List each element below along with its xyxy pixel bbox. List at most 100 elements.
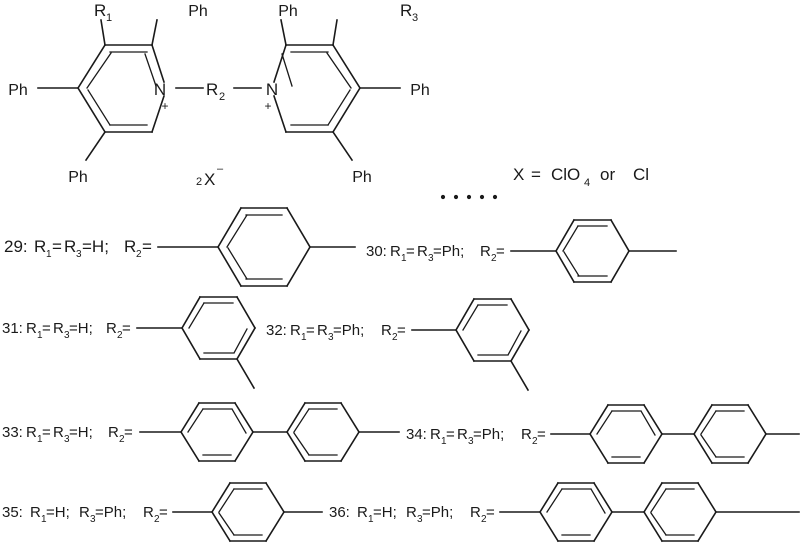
c33-ringA-d4 [231,408,247,434]
compound-29-r3-sub: 3 [76,249,82,260]
compound-29-r1-sub: 1 [46,249,52,260]
left-nitrogen-label: N [154,80,166,99]
left-pyridinium-ring: N + R 1 Ph Ph Ph [8,1,208,186]
compound-35-id: 35: [2,504,23,521]
c36-ringB-b4 [696,510,718,543]
compound-34-r2-eq: = [537,426,546,443]
inner-bond-r-n-c2 [281,53,293,87]
c34-ringA-b1 [588,403,610,436]
bond-r-c6-n [272,94,288,134]
compound-35-r2-sub: 2 [154,514,160,525]
ellipsis-dots [440,194,498,200]
c31-bond-out [235,357,256,390]
c36-ringB-b3 [696,481,718,514]
right-r3-letter: R [400,1,412,20]
compound-32-r1-sub: 1 [301,332,307,343]
c34-ringA-b6 [588,432,610,465]
compound-30-label: 30: R 1 = R 3 =Ph; R 2 = [366,243,505,264]
right-r3-subscript: 3 [412,12,418,24]
c32-bond-out [509,359,530,392]
c33-ringB-b4 [339,430,361,463]
compound-36-r2: R [470,504,481,521]
c34-ringA-b3 [642,403,664,436]
compound-33-eqH: =H; [69,424,93,441]
c32-ring-d4 [507,330,522,356]
compound-31-aryl-meta-phenylene [136,295,257,390]
c31-ring-d4 [233,328,248,354]
compound-31-r1: R [26,320,37,337]
counterion-symbol: X [204,170,215,189]
c35-ring-d4 [218,512,235,536]
c31-ring-b6 [180,326,202,361]
compound-34-id: 34: [406,426,427,443]
counterion-stoich: 2 [196,176,202,188]
compound-32-eqPh: =Ph; [333,322,364,339]
compound-33-r2-sub: 2 [119,434,125,445]
compound-34-eq1: = [446,426,455,443]
compound-31-eqH: =H; [69,320,93,337]
ellipsis-dot-5 [492,194,498,200]
c35-ring-b3 [264,481,286,514]
compound-34-r2: R [521,426,532,443]
c33-ringA-b1 [179,401,201,434]
compound-33-r2-eq: = [124,424,133,441]
cid-equals: = [531,165,541,184]
compound-36-r2-eq: = [486,504,495,521]
compound-34-label: 34: R 1 = R 3 =Ph; R 2 = [406,426,546,447]
c36-ringA-d4 [590,488,606,514]
bond-c5-c4 [76,86,107,134]
compound-36-r1-sub: 1 [368,514,374,525]
cid-clo-subscript: 4 [584,177,590,189]
counterion-charge: – [217,163,224,175]
compound-36-label: 36: R 1 =H; R 3 =Ph; R 2 = [329,504,495,525]
compound-34-r1-sub: 1 [441,436,447,447]
compound-36-r2-sub: 2 [481,514,487,525]
compound-31-r3: R [53,320,64,337]
compound-30-r2-eq: = [496,243,505,260]
bond-c2-n [150,43,166,84]
compound-31-id: 31: [2,320,23,337]
compound-31-r2: R [106,320,117,337]
c34-ringB-b1 [692,403,714,436]
bond-r-c3-r3 [332,19,338,46]
compound-row-29-30: 29: R 1 = R 3 =H; R 2 = [4,206,677,288]
c30-ring-b3 [609,218,631,253]
bond-r-c4-c5 [331,86,362,134]
right-c2-ph-label: Ph [278,3,298,20]
c30-ring-b4 [609,249,631,284]
compound-35-aryl-para-phenylene [172,481,323,543]
compound-34-aryl-biphenyl [550,403,800,465]
compound-36-aryl-biphenyl [499,481,800,543]
c32-ring-d1 [462,304,479,331]
c34-ringB-b6 [692,432,714,465]
bond-r-c2-ph [280,19,287,46]
right-c5-ph-label: Ph [352,169,372,186]
c34-ringA-d1 [596,410,613,435]
compound-36-r3: R [406,504,417,521]
c33-ringA-d1 [187,408,204,433]
compound-33-aryl-biphenyl [139,401,400,463]
compound-35-r3: R [79,504,90,521]
compound-34-r1: R [430,426,441,443]
compound-32-r2: R [381,322,392,339]
inner-bond-r-c4-c5 [327,89,351,126]
compound-33-r3-sub: 3 [64,434,70,445]
bond-c4-c3 [76,43,107,90]
left-c5-ph-label: Ph [68,169,88,186]
left-nitrogen-charge: + [161,99,168,113]
c31-ring-d1 [188,302,205,329]
compound-33-r3: R [53,424,64,441]
compound-row-31-32: 31: R 1 = R 3 =H; R 2 = [2,295,531,392]
c35-ring-b4 [264,510,286,543]
c36-ringB-d4 [650,512,667,536]
compound-35-r1: R [30,504,41,521]
c29-ring-b1 [216,206,243,249]
c31-ring-b3 [235,295,257,330]
compound-29-eq1: = [52,237,62,256]
compound-30-aryl-para-phenylene [510,218,677,284]
counterion-definition: X = ClO 4 or Cl [513,165,649,189]
compound-35-r1-sub: 1 [41,514,47,525]
c34-ringB-d4 [700,434,717,458]
compound-31-r1-sub: 1 [37,330,43,341]
